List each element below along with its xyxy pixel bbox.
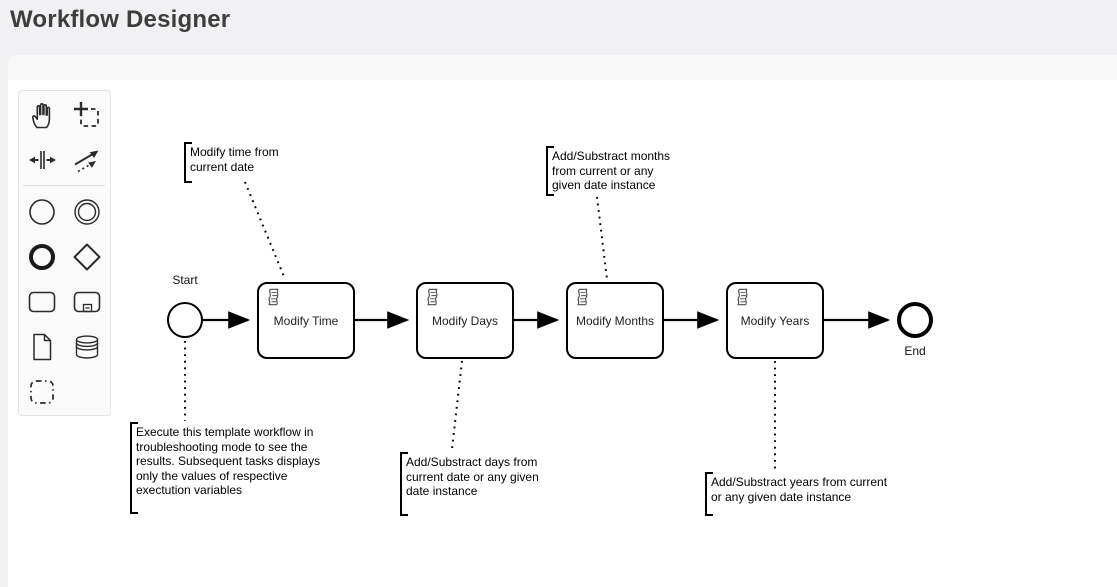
palette-create-data-store[interactable] bbox=[64, 324, 109, 369]
create-data-store-icon bbox=[75, 334, 98, 359]
lasso-tool-icon bbox=[73, 101, 99, 127]
annotation-line: Add/Substract months bbox=[552, 149, 671, 163]
create-subprocess-icon bbox=[73, 291, 100, 312]
annotation-line: from current or any bbox=[552, 163, 654, 178]
global-connect-tool-icon bbox=[73, 150, 98, 172]
task-modify-days[interactable]: Modify Days bbox=[416, 282, 514, 359]
start-event-label: Start bbox=[172, 273, 198, 287]
annotation-bracket bbox=[130, 422, 138, 514]
annotation-line: Execute this template workflow in bbox=[136, 425, 314, 439]
task-label: Modify Time bbox=[273, 313, 339, 328]
palette-create-intermediate-event[interactable] bbox=[64, 189, 109, 234]
annotation-line: given date instance bbox=[552, 178, 656, 193]
create-intermediate-event-icon bbox=[73, 198, 100, 225]
script-icon bbox=[737, 288, 748, 306]
annotation-modify-time[interactable]: Modify time from current date bbox=[184, 142, 304, 183]
create-end-event-icon bbox=[28, 243, 55, 270]
annotation-line: date instance bbox=[406, 484, 478, 499]
annotation-modify-months[interactable]: Add/Substract months from current or any… bbox=[546, 146, 681, 196]
annotation-execute-workflow[interactable]: Execute this template workflow in troubl… bbox=[130, 422, 335, 514]
annotation-line: Add/Substract days from bbox=[406, 455, 538, 469]
script-icon bbox=[268, 288, 279, 306]
annotation-bracket bbox=[546, 146, 554, 196]
task-modify-time[interactable]: Modify Time bbox=[257, 282, 355, 359]
annotation-line: results. Subsequent tasks displays bbox=[136, 454, 321, 469]
palette-create-group[interactable] bbox=[19, 369, 64, 414]
create-group-icon bbox=[29, 379, 54, 404]
hand-tool-icon bbox=[31, 102, 50, 128]
task-label: Modify Years bbox=[740, 313, 810, 328]
annotation-line: or any given date instance bbox=[711, 489, 852, 504]
annotation-line: current date bbox=[190, 159, 255, 174]
task-label: Modify Months bbox=[575, 313, 655, 328]
annotation-line: Modify time from bbox=[190, 145, 279, 159]
annotation-modify-years[interactable]: Add/Substract years from current or any … bbox=[705, 472, 900, 516]
palette-lasso-tool[interactable] bbox=[64, 92, 109, 137]
create-start-event-icon bbox=[28, 198, 55, 225]
page-title: Workflow Designer bbox=[10, 6, 231, 33]
end-event[interactable] bbox=[897, 302, 933, 338]
end-event-label: End bbox=[904, 344, 926, 358]
palette-hand-tool[interactable] bbox=[19, 92, 64, 137]
palette-space-tool[interactable] bbox=[19, 137, 64, 182]
palette-separator bbox=[23, 185, 105, 186]
script-icon bbox=[427, 288, 438, 306]
annotation-modify-days[interactable]: Add/Substract days from current date or … bbox=[400, 452, 550, 516]
palette-create-end-event[interactable] bbox=[19, 234, 64, 279]
association-days-annotation[interactable] bbox=[451, 360, 463, 450]
association-months-annotation[interactable] bbox=[596, 196, 608, 280]
script-icon bbox=[577, 288, 588, 306]
start-event[interactable] bbox=[167, 302, 203, 338]
palette-global-connect-tool[interactable] bbox=[64, 137, 109, 182]
tool-palette bbox=[18, 90, 111, 416]
create-gateway-icon bbox=[73, 243, 100, 270]
task-label: Modify Days bbox=[431, 313, 499, 328]
palette-create-subprocess[interactable] bbox=[64, 279, 109, 324]
annotation-line: exectution variables bbox=[136, 483, 243, 498]
create-task-icon bbox=[28, 291, 55, 312]
annotation-line: only the values of respective bbox=[136, 468, 288, 483]
annotation-bracket bbox=[184, 142, 192, 183]
palette-create-start-event[interactable] bbox=[19, 189, 64, 234]
create-data-object-icon bbox=[32, 333, 51, 360]
palette-create-gateway[interactable] bbox=[64, 234, 109, 279]
space-tool-icon bbox=[28, 150, 56, 169]
task-modify-years[interactable]: Modify Years bbox=[726, 282, 824, 359]
association-time-annotation[interactable] bbox=[244, 181, 286, 280]
task-modify-months[interactable]: Modify Months bbox=[566, 282, 664, 359]
designer-panel: Start Modify Time Modify Days Modify Mon… bbox=[8, 55, 1117, 587]
annotation-bracket bbox=[705, 472, 713, 516]
palette-create-task[interactable] bbox=[19, 279, 64, 324]
palette-create-data-object[interactable] bbox=[19, 324, 64, 369]
annotation-line: troubleshooting mode to see the bbox=[136, 439, 308, 454]
annotation-bracket bbox=[400, 452, 408, 516]
panel-top-strip bbox=[8, 55, 1117, 80]
annotation-line: current date or any given bbox=[406, 469, 539, 484]
diagram-canvas[interactable]: Start Modify Time Modify Days Modify Mon… bbox=[8, 55, 1117, 587]
annotation-line: Add/Substract years from current bbox=[711, 475, 888, 489]
